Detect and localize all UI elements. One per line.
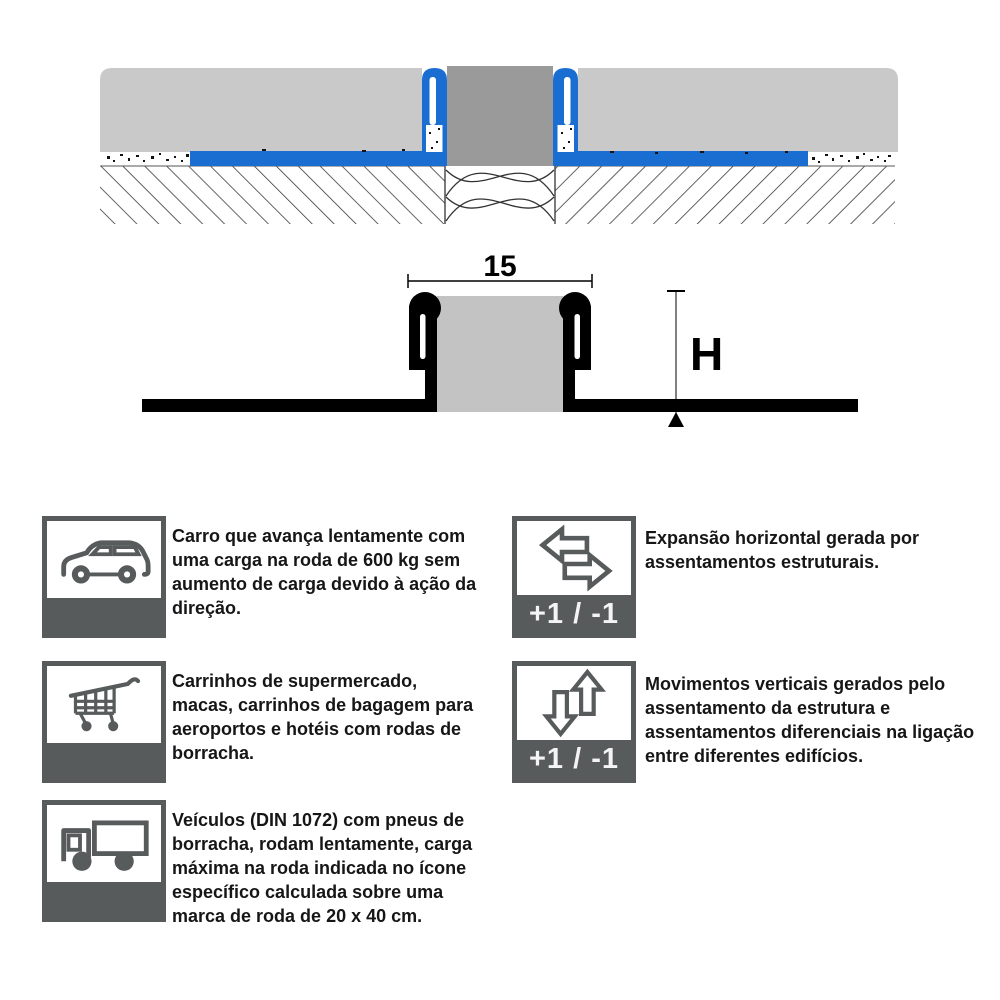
- legend-item-cart: [42, 661, 166, 783]
- profile-left-hook: [409, 292, 441, 412]
- right-joint-profile: [553, 68, 808, 166]
- legend-text-car: Carro que avança lentamente com uma carg…: [172, 526, 477, 618]
- legend-item-vertical-movement: +1 / -1: [512, 661, 636, 783]
- icon-floor: [47, 598, 161, 633]
- left-tile: [100, 68, 422, 152]
- icon-floor: [47, 882, 161, 917]
- legend-text-horizontal-movement: Expansão horizontal gerada por assentame…: [645, 528, 920, 572]
- height-dimension: [667, 290, 685, 413]
- legend-text-vertical-movement: Movimentos verticais gerados pelo assent…: [645, 674, 975, 766]
- legend-text-cart: Carrinhos de supermercado, macas, carrin…: [172, 671, 474, 763]
- concrete-hatch-left: [100, 165, 445, 224]
- icon-floor: [47, 743, 161, 778]
- joint-filler: [447, 66, 553, 166]
- width-dimension: [407, 274, 593, 288]
- height-dimension-label: H: [690, 328, 723, 380]
- shopping-cart-pictogram: [47, 666, 161, 743]
- horizontal-arrows-pictogram: [517, 521, 631, 595]
- profile-joint-insert: [437, 296, 563, 412]
- horizontal-arrows-icon: +1 / -1: [512, 516, 636, 638]
- right-tile: [578, 68, 898, 152]
- height-dimension-arrow: [668, 412, 684, 427]
- vertical-arrows-icon: +1 / -1: [512, 661, 636, 783]
- joint-cross-section-diagram: [100, 66, 898, 224]
- profile-dimension-diagram: 15 H: [142, 250, 858, 427]
- concrete-hatch-right: [555, 165, 895, 224]
- legend-item-car: [42, 516, 166, 638]
- car-pictogram: [47, 521, 161, 598]
- legend-item-horizontal-movement: +1 / -1: [512, 516, 636, 638]
- vertical-arrows-pictogram: [517, 666, 631, 740]
- profile-right-flange: [567, 399, 858, 412]
- car-icon: [42, 516, 166, 638]
- shopping-cart-icon: [42, 661, 166, 783]
- legend-item-truck: [42, 800, 166, 922]
- width-dimension-label: 15: [483, 250, 516, 283]
- legend-text-truck: Veículos (DIN 1072) com pneus de borrach…: [172, 810, 473, 926]
- truck-pictogram: [47, 805, 161, 882]
- movement-badge: +1 / -1: [517, 595, 631, 633]
- truck-icon: [42, 800, 166, 922]
- profile-left-flange: [142, 399, 433, 412]
- left-joint-profile: [190, 68, 447, 166]
- movement-badge: +1 / -1: [517, 740, 631, 778]
- foam-backer: [444, 166, 556, 224]
- mortar-speckles: [107, 128, 891, 163]
- profile-right-hook: [559, 292, 591, 412]
